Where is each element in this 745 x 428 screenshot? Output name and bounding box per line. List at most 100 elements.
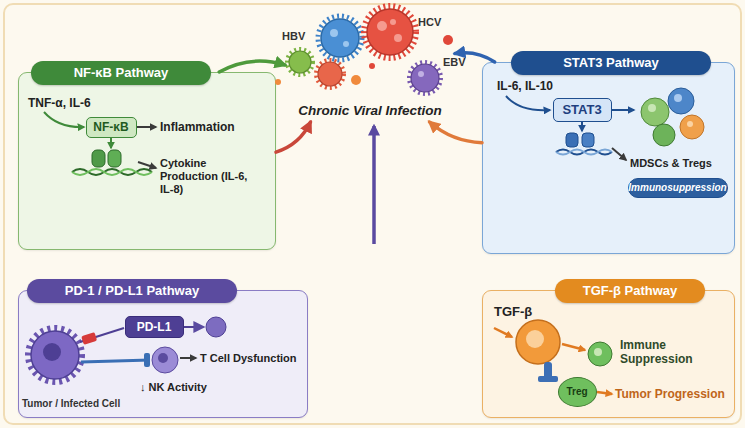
illustration-part — [648, 104, 656, 112]
annotation-label: Tumor Progression — [615, 387, 725, 401]
annotation-label: TGF-β — [494, 304, 532, 319]
annotation-label: TNF-α, IL-6 — [28, 96, 91, 110]
topic-title: Chronic Viral Infection — [285, 103, 455, 118]
illustration-part — [180, 357, 196, 359]
illustration-part — [668, 88, 694, 114]
illustration-part — [581, 122, 583, 131]
annotation-label: HCV — [418, 16, 441, 28]
status-pill: Immunosuppression — [628, 178, 728, 198]
illustration-part — [562, 344, 585, 350]
illustration-part — [680, 115, 704, 139]
box-label: Treg — [566, 386, 587, 397]
illustration-part — [494, 328, 512, 337]
illustration-part — [144, 353, 150, 367]
illustration-part — [318, 16, 362, 60]
illustration-part — [28, 328, 82, 382]
stat3-illustration — [506, 88, 704, 160]
illustration-part — [318, 62, 342, 86]
box-label: PD-L1 — [137, 320, 172, 334]
illustration-part — [653, 124, 675, 146]
panel-heading: STAT3 Pathway — [511, 51, 711, 75]
illustration-part — [367, 9, 413, 55]
process-box: NF-κB — [86, 117, 137, 138]
annotation-label: Inflammation — [160, 120, 235, 134]
pathway-arrow — [219, 61, 285, 72]
tgfb-illustration — [494, 320, 612, 394]
pd1-illustration — [28, 317, 226, 382]
illustration-part — [158, 353, 168, 363]
illustration-part — [80, 328, 124, 342]
illustration-part — [137, 126, 156, 128]
annotation-label: MDSCs & Tregs — [630, 157, 712, 169]
illustration-part — [81, 360, 150, 362]
illustration-part — [687, 121, 693, 127]
illustration-part — [506, 96, 550, 110]
annotation-label: EBV — [443, 56, 466, 68]
illustration-part — [390, 19, 396, 25]
panel-heading: NF-κB Pathway — [31, 61, 211, 85]
illustration-part — [110, 138, 112, 148]
nfkb-illustration — [44, 112, 156, 175]
illustration-part — [409, 62, 441, 94]
illustration-part — [369, 63, 375, 69]
box-label: Immunosuppression — [628, 182, 726, 193]
illustration-part — [44, 112, 84, 127]
illustration-part — [612, 109, 634, 111]
illustration-part — [641, 98, 669, 126]
process-box: STAT3 — [553, 98, 612, 122]
illustration-part — [594, 348, 602, 356]
illustration-part — [538, 376, 558, 382]
illustration-part — [343, 41, 349, 47]
illustration-part — [597, 392, 612, 394]
illustration-part — [81, 332, 97, 345]
panel-heading: PD-1 / PD-L1 Pathway — [27, 279, 237, 303]
annotation-label: Cytokine Production (IL-6, IL-8) — [160, 157, 255, 196]
annotation-label: IL-6, IL-10 — [497, 79, 553, 93]
illustration-part — [138, 162, 156, 168]
illustration-part — [544, 362, 552, 380]
illustration-part — [556, 150, 612, 155]
illustration-part — [418, 71, 424, 77]
illustration-part — [516, 320, 560, 364]
illustration-part — [364, 6, 416, 58]
illustration-part — [556, 150, 612, 155]
annotation-label: T Cell Dysfunction — [200, 352, 297, 364]
illustration-part — [588, 342, 612, 366]
illustration-part — [92, 150, 105, 167]
illustration-part — [206, 317, 226, 337]
pathway-arrow — [455, 53, 495, 62]
pathway-arrow — [372, 126, 376, 244]
illustration-part — [443, 35, 453, 45]
box-label: NF-κB — [93, 120, 128, 134]
illustration-part — [526, 330, 544, 348]
pathway-arrow — [430, 122, 483, 143]
illustration-part — [184, 326, 203, 328]
box-label: STAT3 — [562, 102, 601, 117]
illustration-part — [566, 133, 578, 147]
illustration-part — [321, 19, 359, 57]
illustration-part — [289, 51, 311, 73]
illustration-part — [394, 34, 402, 42]
illustration-part — [330, 29, 338, 37]
illustration-part — [275, 79, 281, 85]
annotation-label: Tumor / Infected Cell — [22, 398, 120, 409]
illustration-part — [152, 347, 178, 373]
illustration-part — [72, 169, 152, 175]
illustration-part — [411, 64, 439, 92]
illustration-part — [351, 75, 361, 85]
illustration-part — [582, 133, 594, 147]
annotation-label: Immune Suppression — [620, 338, 700, 366]
illustration-part — [377, 21, 387, 31]
cell-circle: Treg — [558, 377, 597, 407]
illustration-part — [31, 331, 79, 379]
virus-cluster — [275, 6, 453, 94]
annotation-label: HBV — [282, 30, 305, 42]
illustration-part — [72, 169, 152, 175]
illustration-part — [287, 49, 313, 75]
illustration-part — [674, 94, 682, 102]
annotation-label: ↓ NK Activity — [140, 381, 207, 393]
panel-heading: TGF-β Pathway — [555, 279, 705, 303]
illustration-part — [612, 148, 626, 160]
illustration-part — [43, 343, 61, 361]
